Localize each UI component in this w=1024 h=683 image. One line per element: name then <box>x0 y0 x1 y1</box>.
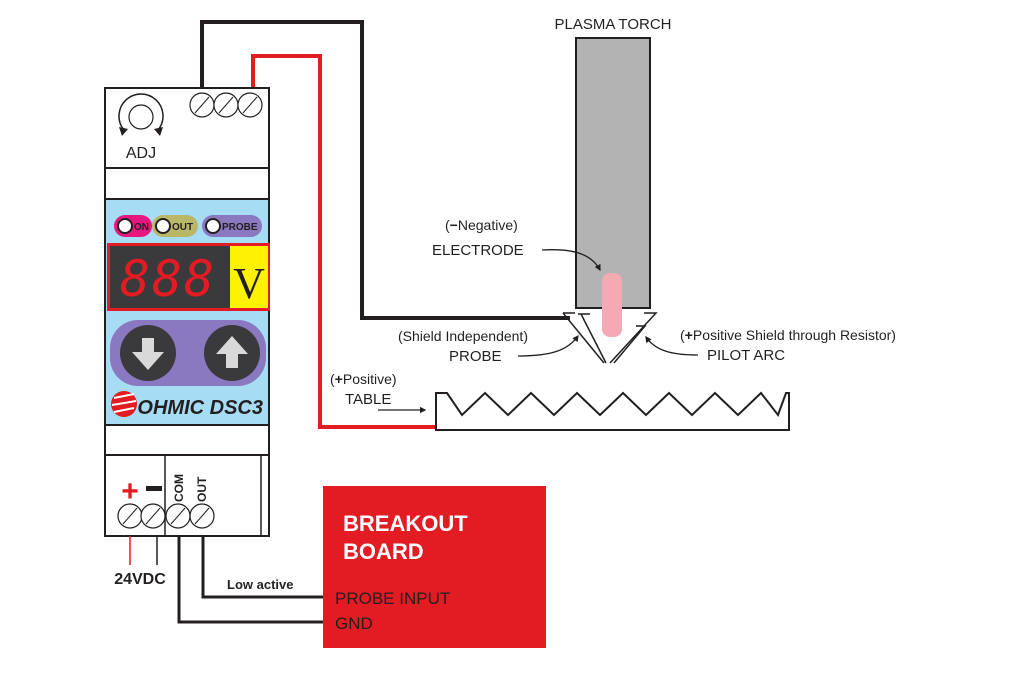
out-label: OUT <box>195 476 209 502</box>
voltage-display: 888 V <box>107 243 270 311</box>
indicator-out: OUT <box>152 215 198 237</box>
ohmic-dsc3-device: ADJ ON OUT PROBE 888 V <box>104 87 270 537</box>
wire-black-top <box>200 20 570 320</box>
probe-input-label: PROBE INPUT <box>335 589 450 608</box>
table-label: TABLE <box>345 391 391 408</box>
pilot-arrow <box>645 335 699 356</box>
svg-text:PROBE: PROBE <box>222 222 258 233</box>
wire-com <box>177 536 325 624</box>
com-label: COM <box>172 474 186 502</box>
plus-label: + <box>121 475 139 508</box>
breakout-board: BREAKOUT BOARD PROBE INPUT GND <box>323 486 546 648</box>
electrode-label: ELECTRODE <box>432 242 524 259</box>
display-digits: 888 <box>120 250 216 308</box>
svg-text:OUT: OUT <box>172 222 193 233</box>
wire-out <box>201 536 325 599</box>
up-button[interactable] <box>204 325 260 381</box>
display-unit: V <box>233 259 265 308</box>
plasma-torch <box>575 37 651 309</box>
brand-logo-icon <box>111 391 137 417</box>
arrow-down-icon <box>132 338 164 370</box>
top-terminal-block <box>189 92 263 118</box>
pilot-note: (+Positive Shield through Resistor) <box>680 327 896 343</box>
adj-label: ADJ <box>126 145 156 162</box>
probe-label: PROBE <box>449 348 502 365</box>
arrow-up-icon <box>216 336 248 368</box>
down-button[interactable] <box>120 325 176 381</box>
bottom-terminal-block <box>117 503 215 529</box>
electrode-arrow <box>541 249 601 272</box>
pilot-label: PILOT ARC <box>707 347 785 364</box>
wire-red-top <box>251 54 436 429</box>
table-note: (+Positive) <box>330 371 397 387</box>
electrode <box>602 273 622 337</box>
svg-text:ON: ON <box>134 222 149 233</box>
indicator-on: ON <box>114 215 152 237</box>
probe-arrow <box>517 334 579 357</box>
minus-label <box>146 486 162 491</box>
breakout-title-1: BREAKOUT <box>343 511 468 536</box>
cutting-table <box>435 391 790 431</box>
shield-cone <box>562 312 658 364</box>
brand-name: OHMIC DSC3 <box>137 397 263 419</box>
adj-knob-icon[interactable] <box>118 93 164 136</box>
probe-note: (Shield Independent) <box>398 328 528 344</box>
low-active-label: Low active <box>227 577 293 592</box>
torch-title: PLASMA TORCH <box>555 16 672 33</box>
electrode-note: (−Negative) <box>445 217 518 233</box>
breakout-title-2: BOARD <box>343 539 424 564</box>
indicator-probe: PROBE <box>202 215 262 237</box>
gnd-label: GND <box>335 614 373 633</box>
power-label: 24VDC <box>114 571 166 588</box>
